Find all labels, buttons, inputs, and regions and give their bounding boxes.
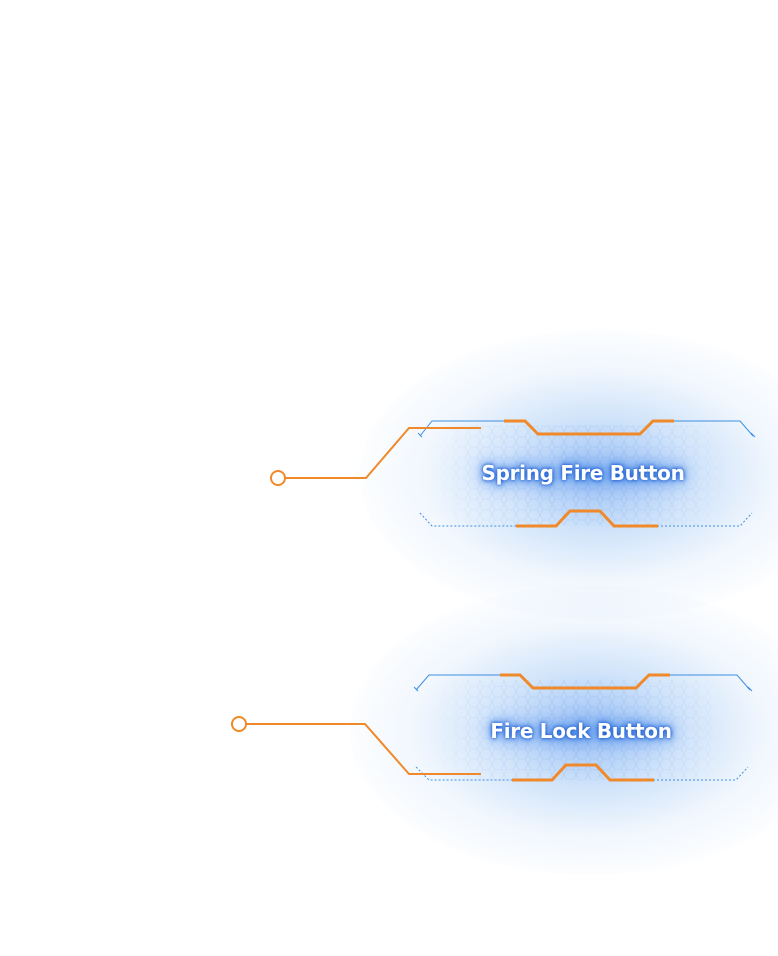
spring-fire-button[interactable]: Spring Fire Button <box>481 461 685 485</box>
callout-frame-1 <box>270 419 756 528</box>
callout-frame-2 <box>231 673 755 782</box>
leader-endpoint-1 <box>270 470 286 486</box>
leader-endpoint-2 <box>231 716 247 732</box>
fire-lock-button[interactable]: Fire Lock Button <box>490 719 672 743</box>
